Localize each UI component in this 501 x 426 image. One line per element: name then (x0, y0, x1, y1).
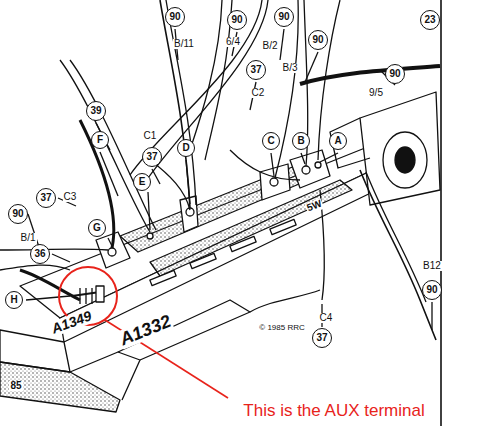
callout-number: 90 (389, 69, 400, 79)
part-label: C2 (251, 88, 266, 99)
part-label: 6/4 (225, 37, 241, 48)
callout-circle: 90 (385, 64, 405, 84)
callout-circle: G (88, 219, 106, 237)
callout-number: D (182, 143, 189, 153)
callout-circle: 37 (246, 60, 266, 80)
callout-number: G (93, 223, 101, 233)
part-label: C1 (143, 131, 158, 142)
callout-circle: H (5, 291, 23, 309)
part-label: C4 (319, 313, 334, 324)
annotation-caption: This is the AUX terminal (242, 402, 425, 420)
callout-number: 37 (40, 193, 51, 203)
part-label: B/3 (281, 63, 298, 74)
callout-circle: 39 (86, 101, 106, 121)
callout-circle: 90 (227, 10, 247, 30)
part-label: B/11 (173, 39, 195, 50)
part-label: B/2 (261, 41, 278, 52)
callout-number: 23 (424, 15, 435, 25)
callout-circle: 90 (422, 280, 442, 300)
callout-number: F (97, 135, 103, 145)
callout-number: A (334, 136, 341, 146)
callout-number: C (267, 136, 274, 146)
callout-circle: 37 (36, 188, 56, 208)
callout-number: 90 (12, 209, 23, 219)
callout-circle: 90 (8, 204, 28, 224)
callout-circle: 37 (142, 147, 162, 167)
callout-number: 37 (250, 65, 261, 75)
callout-number: B (297, 136, 304, 146)
part-label: 85 (9, 381, 22, 392)
callout-circle: F (91, 131, 109, 149)
callout-circle: 37 (312, 328, 332, 348)
part-label: A1332 (117, 311, 175, 349)
callout-number: E (139, 177, 146, 187)
callout-circle: 90 (165, 7, 185, 27)
callout-number: 36 (34, 249, 45, 259)
callout-circle: C (262, 132, 280, 150)
callout-number: 37 (316, 333, 327, 343)
callout-circle: D (177, 139, 195, 157)
callout-number: 37 (146, 152, 157, 162)
callout-circle: B (292, 132, 310, 150)
part-label: B/1 (19, 233, 36, 244)
callout-circle: 23 (420, 10, 440, 30)
part-label: C3 (63, 192, 78, 203)
part-label: B12 (422, 261, 442, 272)
callout-number: 90 (312, 35, 323, 45)
callout-circle: E (133, 173, 151, 191)
callout-circle: A (329, 132, 347, 150)
callout-number: 90 (426, 285, 437, 295)
part-label: 9/5 (368, 88, 384, 99)
callout-number: 90 (231, 15, 242, 25)
part-label: © 1985 RRC (258, 324, 305, 332)
callout-number: 90 (278, 12, 289, 22)
callout-circle: 36 (30, 244, 50, 264)
callout-number: 90 (169, 12, 180, 22)
callout-circle: 90 (274, 7, 294, 27)
callout-circle: 90 (308, 30, 328, 50)
callout-number: 39 (90, 106, 101, 116)
callout-number: H (10, 295, 17, 305)
